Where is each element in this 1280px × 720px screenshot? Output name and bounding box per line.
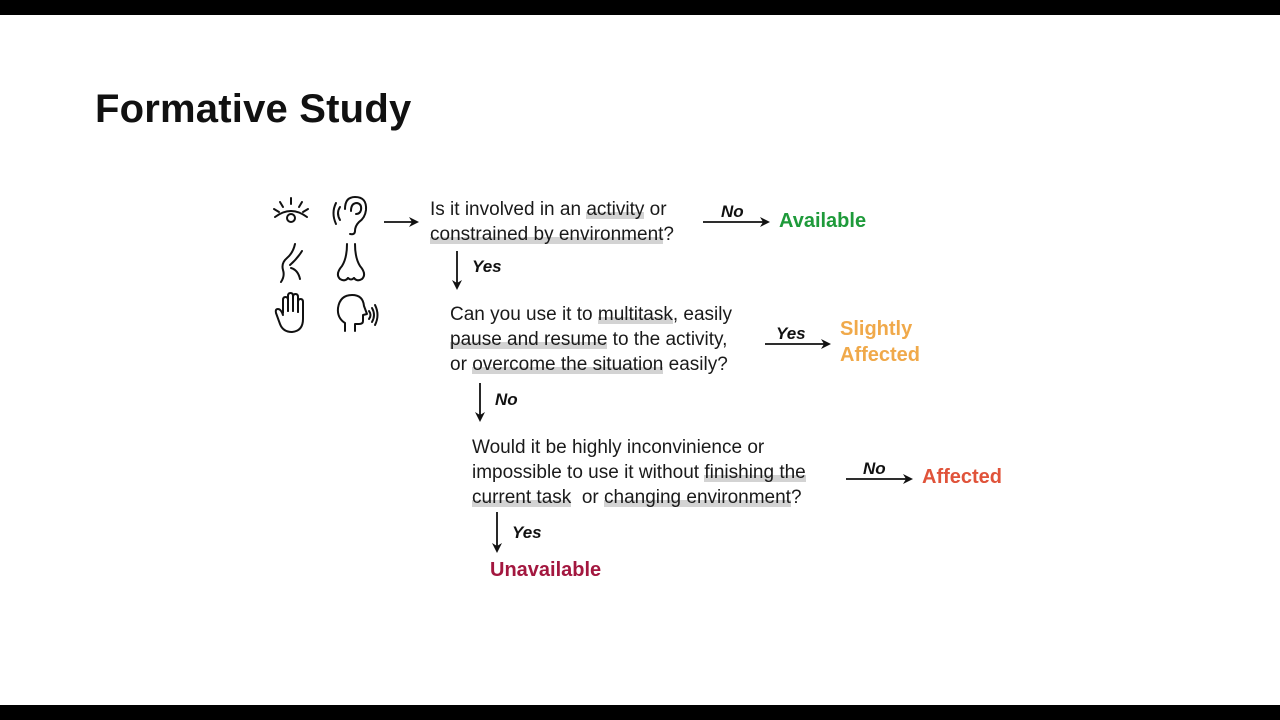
question-3: Would it be highly inconvinience or impo…	[472, 435, 806, 510]
q2-no-label: No	[495, 390, 518, 409]
hand-icon	[274, 292, 304, 333]
q1-text-2: or	[644, 199, 667, 220]
q3-highlight-changing-env: changing environment	[604, 487, 791, 508]
q2-highlight-overcome: overcome the situation	[472, 354, 664, 375]
q1-highlight-environment: constrained by environment	[430, 224, 664, 245]
q1-yes-label: Yes	[472, 257, 502, 276]
slide: Formative Study	[0, 15, 1280, 705]
mouth-icon	[280, 243, 303, 283]
flowchart-arrows	[384, 217, 913, 553]
q3-no-label: No	[863, 459, 886, 478]
outcome-available: Available	[779, 210, 867, 232]
outcome-slightly-line1: Slightly	[840, 318, 913, 340]
q2-text-4: or	[450, 354, 473, 375]
q3-highlight-current-task: current task	[472, 487, 572, 508]
q1-text-1: Is it involved in an	[430, 199, 587, 220]
q3-text-3: or	[571, 487, 604, 508]
q2-text-2: , easily	[672, 304, 732, 325]
question-2: Can you use it to multitask, easily paus…	[450, 302, 732, 377]
nose-icon	[336, 243, 366, 282]
q2-highlight-multitask: multitask	[597, 304, 673, 325]
slide-title: Formative Study	[95, 87, 412, 131]
q3-text-1: Would it be highly inconvinience or	[472, 437, 765, 458]
q2-yes-label: Yes	[776, 324, 806, 343]
question-1: Is it involved in an activity or constra…	[430, 197, 674, 247]
outcome-affected: Affected	[922, 466, 1003, 488]
q2-text-5: easily?	[663, 354, 728, 375]
eye-icon	[273, 197, 309, 223]
ear-icon	[332, 195, 368, 236]
outcome-slightly-affected: Slightly Affected	[840, 316, 920, 368]
speaking-head-icon	[336, 294, 379, 332]
q2-text-3: to the activity,	[607, 329, 728, 350]
q3-text-2: impossible to use it without	[472, 462, 705, 483]
q2-text-1: Can you use it to	[450, 304, 598, 325]
q2-highlight-pause-resume: pause and resume	[450, 329, 608, 350]
q3-yes-label: Yes	[512, 523, 542, 542]
q3-text-4: ?	[790, 487, 802, 508]
q1-no-label: No	[721, 202, 744, 221]
q1-text-3: ?	[663, 224, 674, 245]
outcome-unavailable: Unavailable	[490, 559, 602, 581]
q3-highlight-finishing: finishing the	[704, 462, 806, 483]
outcome-slightly-line2: Affected	[840, 344, 921, 366]
q1-highlight-activity: activity	[586, 199, 645, 220]
